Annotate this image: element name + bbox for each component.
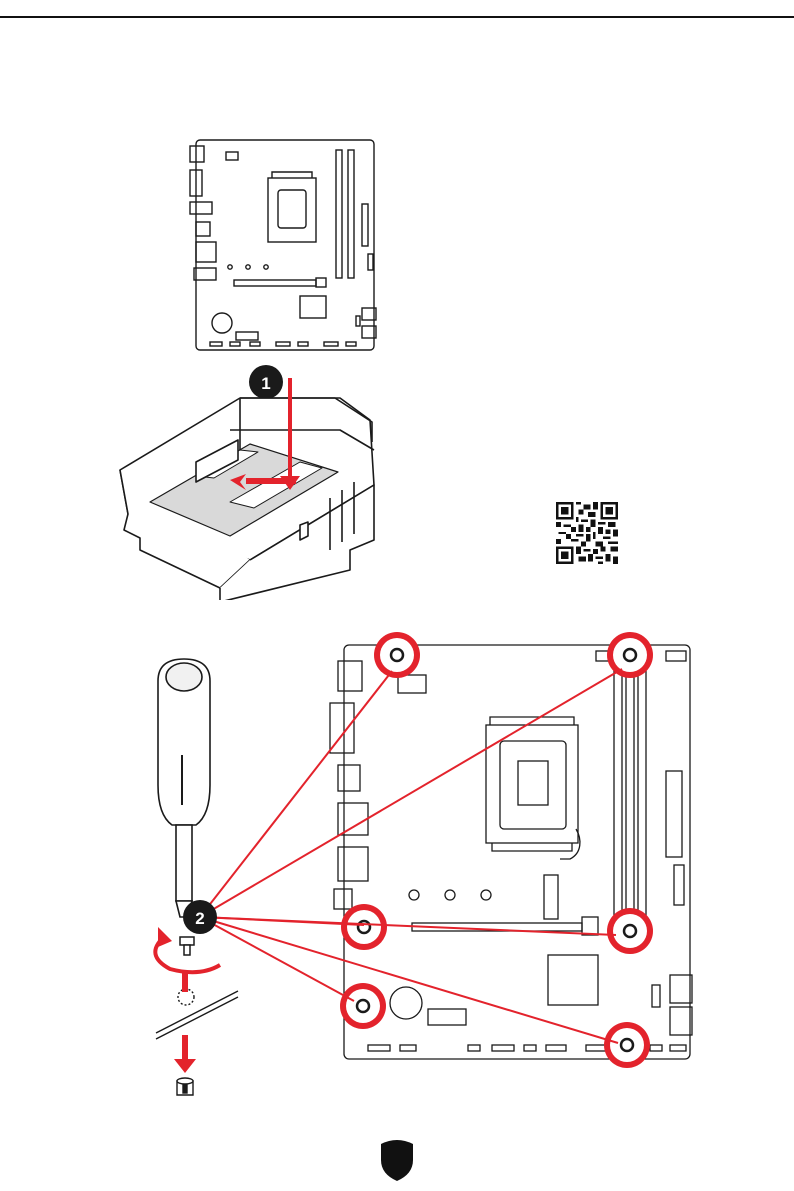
screw-install-illustration: 2 bbox=[130, 625, 710, 1115]
screw-hole-mid-right bbox=[607, 908, 653, 954]
qr-code-icon bbox=[556, 502, 618, 564]
screw-hole-bottom-right bbox=[604, 1022, 650, 1068]
screw-hole-top-left bbox=[374, 632, 420, 678]
screw-hole-bottom-left bbox=[340, 983, 386, 1029]
screw-hole-top-right bbox=[607, 632, 653, 678]
insert-arrow-shaft bbox=[182, 970, 188, 992]
mounting-plate bbox=[156, 989, 238, 1039]
motherboard-install-illustration: 1 bbox=[110, 130, 400, 600]
pc-case bbox=[120, 398, 374, 600]
screwdriver bbox=[158, 659, 210, 917]
step-2-number: 2 bbox=[195, 909, 204, 928]
standoff-icon bbox=[177, 1078, 193, 1095]
header-rule bbox=[0, 16, 794, 18]
motherboard-layout-small bbox=[190, 140, 376, 350]
step-1-number: 1 bbox=[261, 374, 270, 393]
screw-icon bbox=[180, 937, 194, 955]
screw-hole-mid-left bbox=[341, 904, 387, 950]
msi-shield-icon bbox=[379, 1138, 415, 1182]
down-arrow-head bbox=[174, 1059, 196, 1073]
motherboard-layout-large bbox=[330, 645, 692, 1059]
down-arrow-shaft bbox=[182, 1035, 188, 1061]
rotate-arrow-head bbox=[158, 927, 172, 947]
